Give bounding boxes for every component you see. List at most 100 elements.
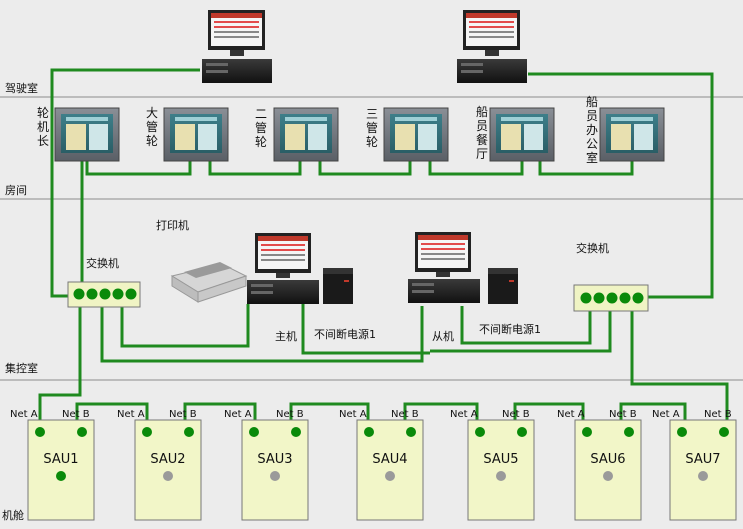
sau-unit-3[interactable]: SAU3 xyxy=(241,419,309,521)
net-a-label: Net A xyxy=(557,409,585,420)
zone-label-engine-room: 机舱 xyxy=(2,508,24,522)
cabin-label-char: 公 xyxy=(586,137,598,151)
net-b-label: Net B xyxy=(704,409,732,420)
sau-unit-1[interactable]: SAU1 xyxy=(27,419,95,521)
ups-right-label: 不间断电源1 xyxy=(479,322,541,336)
sau-unit-6[interactable]: SAU6 xyxy=(574,419,642,521)
net-a-port-icon xyxy=(475,427,485,437)
cabin-monitor-third-engineer[interactable] xyxy=(383,107,449,162)
ups-left[interactable] xyxy=(323,268,353,304)
cabin-label-char: 三 xyxy=(366,107,378,121)
switch-right[interactable] xyxy=(573,284,649,312)
zone-label-control-room: 集控室 xyxy=(5,361,38,375)
cabin-monitor-crew-office[interactable] xyxy=(599,107,665,162)
slave-label: 从机 xyxy=(432,329,454,343)
zone-label-cabins: 房间 xyxy=(5,184,27,197)
master-label: 主机 xyxy=(275,329,297,343)
sau-label: SAU2 xyxy=(150,452,185,467)
net-b-port-icon xyxy=(719,427,729,437)
network-wiring xyxy=(38,68,729,432)
switch-left-label: 交换机 xyxy=(86,256,119,270)
cabin-label-crew-office: 船员办公室 xyxy=(586,95,598,165)
cabin-label-char: 轮 xyxy=(146,134,158,148)
status-indicator-icon xyxy=(698,471,708,481)
bridge-pc-right[interactable] xyxy=(457,10,527,83)
status-indicator-icon xyxy=(603,471,613,481)
cabin-monitor-chief-engineer[interactable] xyxy=(54,107,120,162)
cabin-label-third-engineer: 三管轮 xyxy=(366,107,378,149)
zone-dividers xyxy=(0,96,743,381)
net-a-label: Net A xyxy=(224,409,252,420)
sau-label: SAU5 xyxy=(483,452,518,467)
cabin-label-char: 船 xyxy=(476,105,488,119)
net-a-port-icon xyxy=(582,427,592,437)
net-a-port-icon xyxy=(35,427,45,437)
net-b-label: Net B xyxy=(391,409,419,420)
net-b-port-icon xyxy=(291,427,301,437)
net-a-port-icon xyxy=(364,427,374,437)
net-a-label: Net A xyxy=(652,409,680,420)
printer-label: 打印机 xyxy=(156,218,189,232)
status-indicator-icon xyxy=(496,471,506,481)
cabin-label-char: 轮 xyxy=(366,135,378,149)
zone-label-bridge: 驾驶室 xyxy=(5,81,38,95)
printer[interactable] xyxy=(170,262,248,303)
sau-label: SAU7 xyxy=(685,452,720,467)
cabin-label-char: 办 xyxy=(586,122,598,137)
ups-left-label: 不间断电源1 xyxy=(314,327,376,341)
sau-units: SAU1 Net A Net B SAU2 Net A Net B SAU3 Net A Net… xyxy=(10,409,737,521)
sau-unit-5[interactable]: SAU5 xyxy=(467,419,535,521)
cabin-label-char: 厅 xyxy=(476,147,488,161)
sau-label: SAU1 xyxy=(43,452,78,467)
net-b-port-icon xyxy=(77,427,87,437)
net-a-port-icon xyxy=(249,427,259,437)
switch-right-label: 交换机 xyxy=(576,241,609,255)
status-indicator-icon xyxy=(270,471,280,481)
cabin-label-first-engineer: 大管轮 xyxy=(146,106,158,148)
cabin-label-char: 员 xyxy=(586,109,598,123)
cabin-label-char: 机 xyxy=(37,120,49,134)
net-a-label: Net A xyxy=(339,409,367,420)
cabin-monitor-crew-mess[interactable] xyxy=(489,107,555,162)
cabin-label-char: 船 xyxy=(586,95,598,109)
net-a-label: Net A xyxy=(450,409,478,420)
cabin-monitor-second-engineer[interactable] xyxy=(273,107,339,162)
net-b-port-icon xyxy=(406,427,416,437)
cabin-label-char: 室 xyxy=(586,150,598,165)
sau-label: SAU6 xyxy=(590,452,625,467)
cabin-label-char: 餐 xyxy=(476,132,488,147)
net-b-port-icon xyxy=(624,427,634,437)
cabin-monitor-first-engineer[interactable] xyxy=(163,107,229,162)
net-b-label: Net B xyxy=(502,409,530,420)
net-a-port-icon xyxy=(677,427,687,437)
net-b-label: Net B xyxy=(276,409,304,420)
switch-left[interactable] xyxy=(67,281,141,308)
net-b-label: Net B xyxy=(62,409,90,420)
net-b-port-icon xyxy=(184,427,194,437)
cabin-label-char: 管 xyxy=(255,120,267,135)
cabin-label-chief-engineer: 轮机长 xyxy=(37,106,49,148)
sau-label: SAU4 xyxy=(372,452,407,467)
cabin-label-char: 轮 xyxy=(37,106,49,120)
status-indicator-icon xyxy=(56,471,66,481)
sau-label: SAU3 xyxy=(257,452,292,467)
slave-pc[interactable] xyxy=(408,232,480,303)
cabin-label-char: 管 xyxy=(146,119,158,134)
net-a-label: Net A xyxy=(117,409,145,420)
cabin-label-char: 大 xyxy=(146,106,158,120)
ups-right[interactable] xyxy=(488,268,518,304)
status-indicator-icon xyxy=(385,471,395,481)
sau-unit-7[interactable]: SAU7 xyxy=(669,419,737,521)
master-pc[interactable] xyxy=(247,233,319,304)
cabin-label-char: 二 xyxy=(255,107,267,121)
bridge-pc-left[interactable] xyxy=(202,10,272,83)
sau-unit-2[interactable]: SAU2 xyxy=(134,419,202,521)
net-b-port-icon xyxy=(517,427,527,437)
cabin-label-char: 长 xyxy=(37,134,49,148)
cabin-label-char: 员 xyxy=(476,119,488,133)
sau-unit-4[interactable]: SAU4 xyxy=(356,419,424,521)
net-a-port-icon xyxy=(142,427,152,437)
cabin-label-char: 管 xyxy=(366,120,378,135)
